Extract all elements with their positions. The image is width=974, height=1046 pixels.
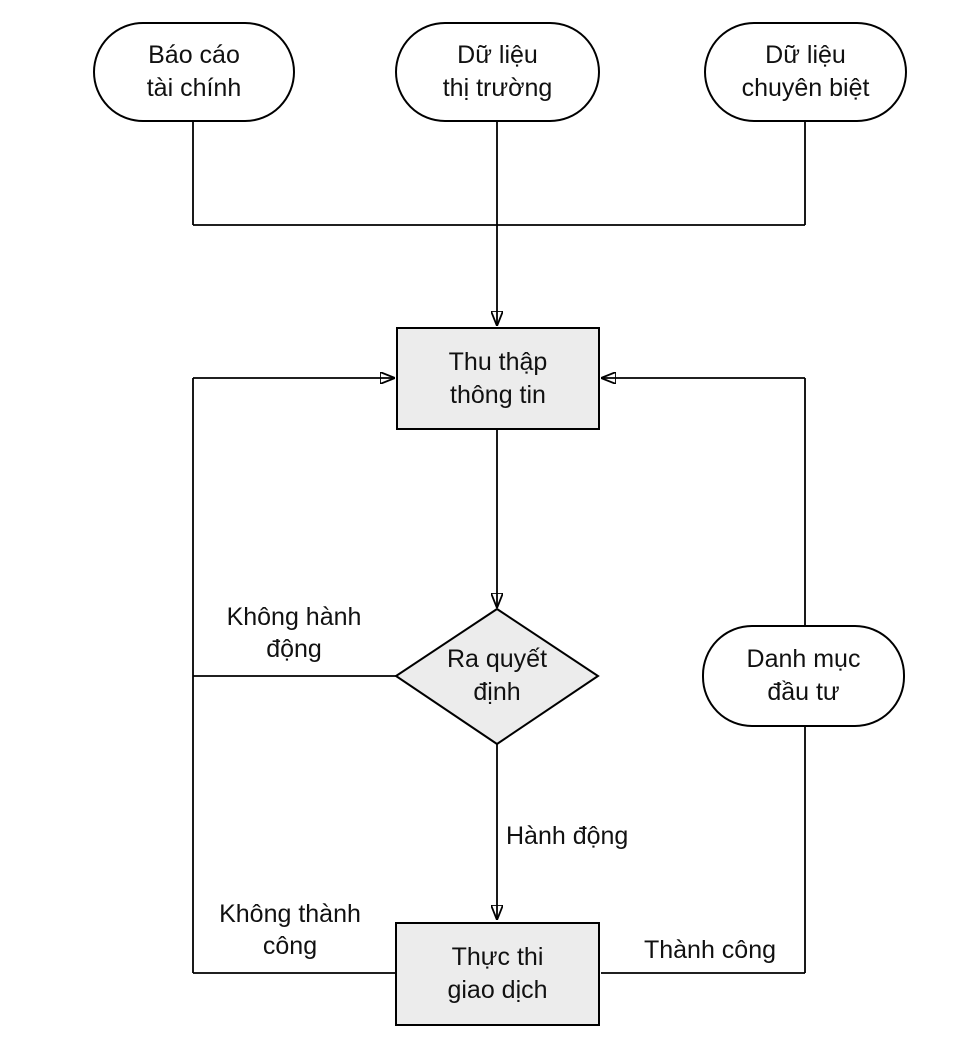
node-financial-reports: Báo cáo tài chính (93, 22, 295, 122)
edge-label-no-action: Không hành động (226, 603, 362, 663)
node-decision-shape (394, 607, 600, 746)
node-portfolio: Danh mục đầu tư (702, 625, 905, 727)
edge-label-unsuccessful: Không thành công (219, 900, 361, 960)
node-execute-trade: Thực thi giao dịch (395, 922, 600, 1026)
node-market-data: Dữ liệu thị trường (395, 22, 600, 122)
node-collect-info: Thu thập thông tin (396, 327, 600, 430)
node-specialized-data: Dữ liệu chuyên biệt (704, 22, 907, 122)
edge-label-successful: Thành công (643, 936, 777, 964)
node-decision: Ra quyết định (446, 645, 548, 706)
edge-label-action: Hành động (506, 822, 629, 850)
